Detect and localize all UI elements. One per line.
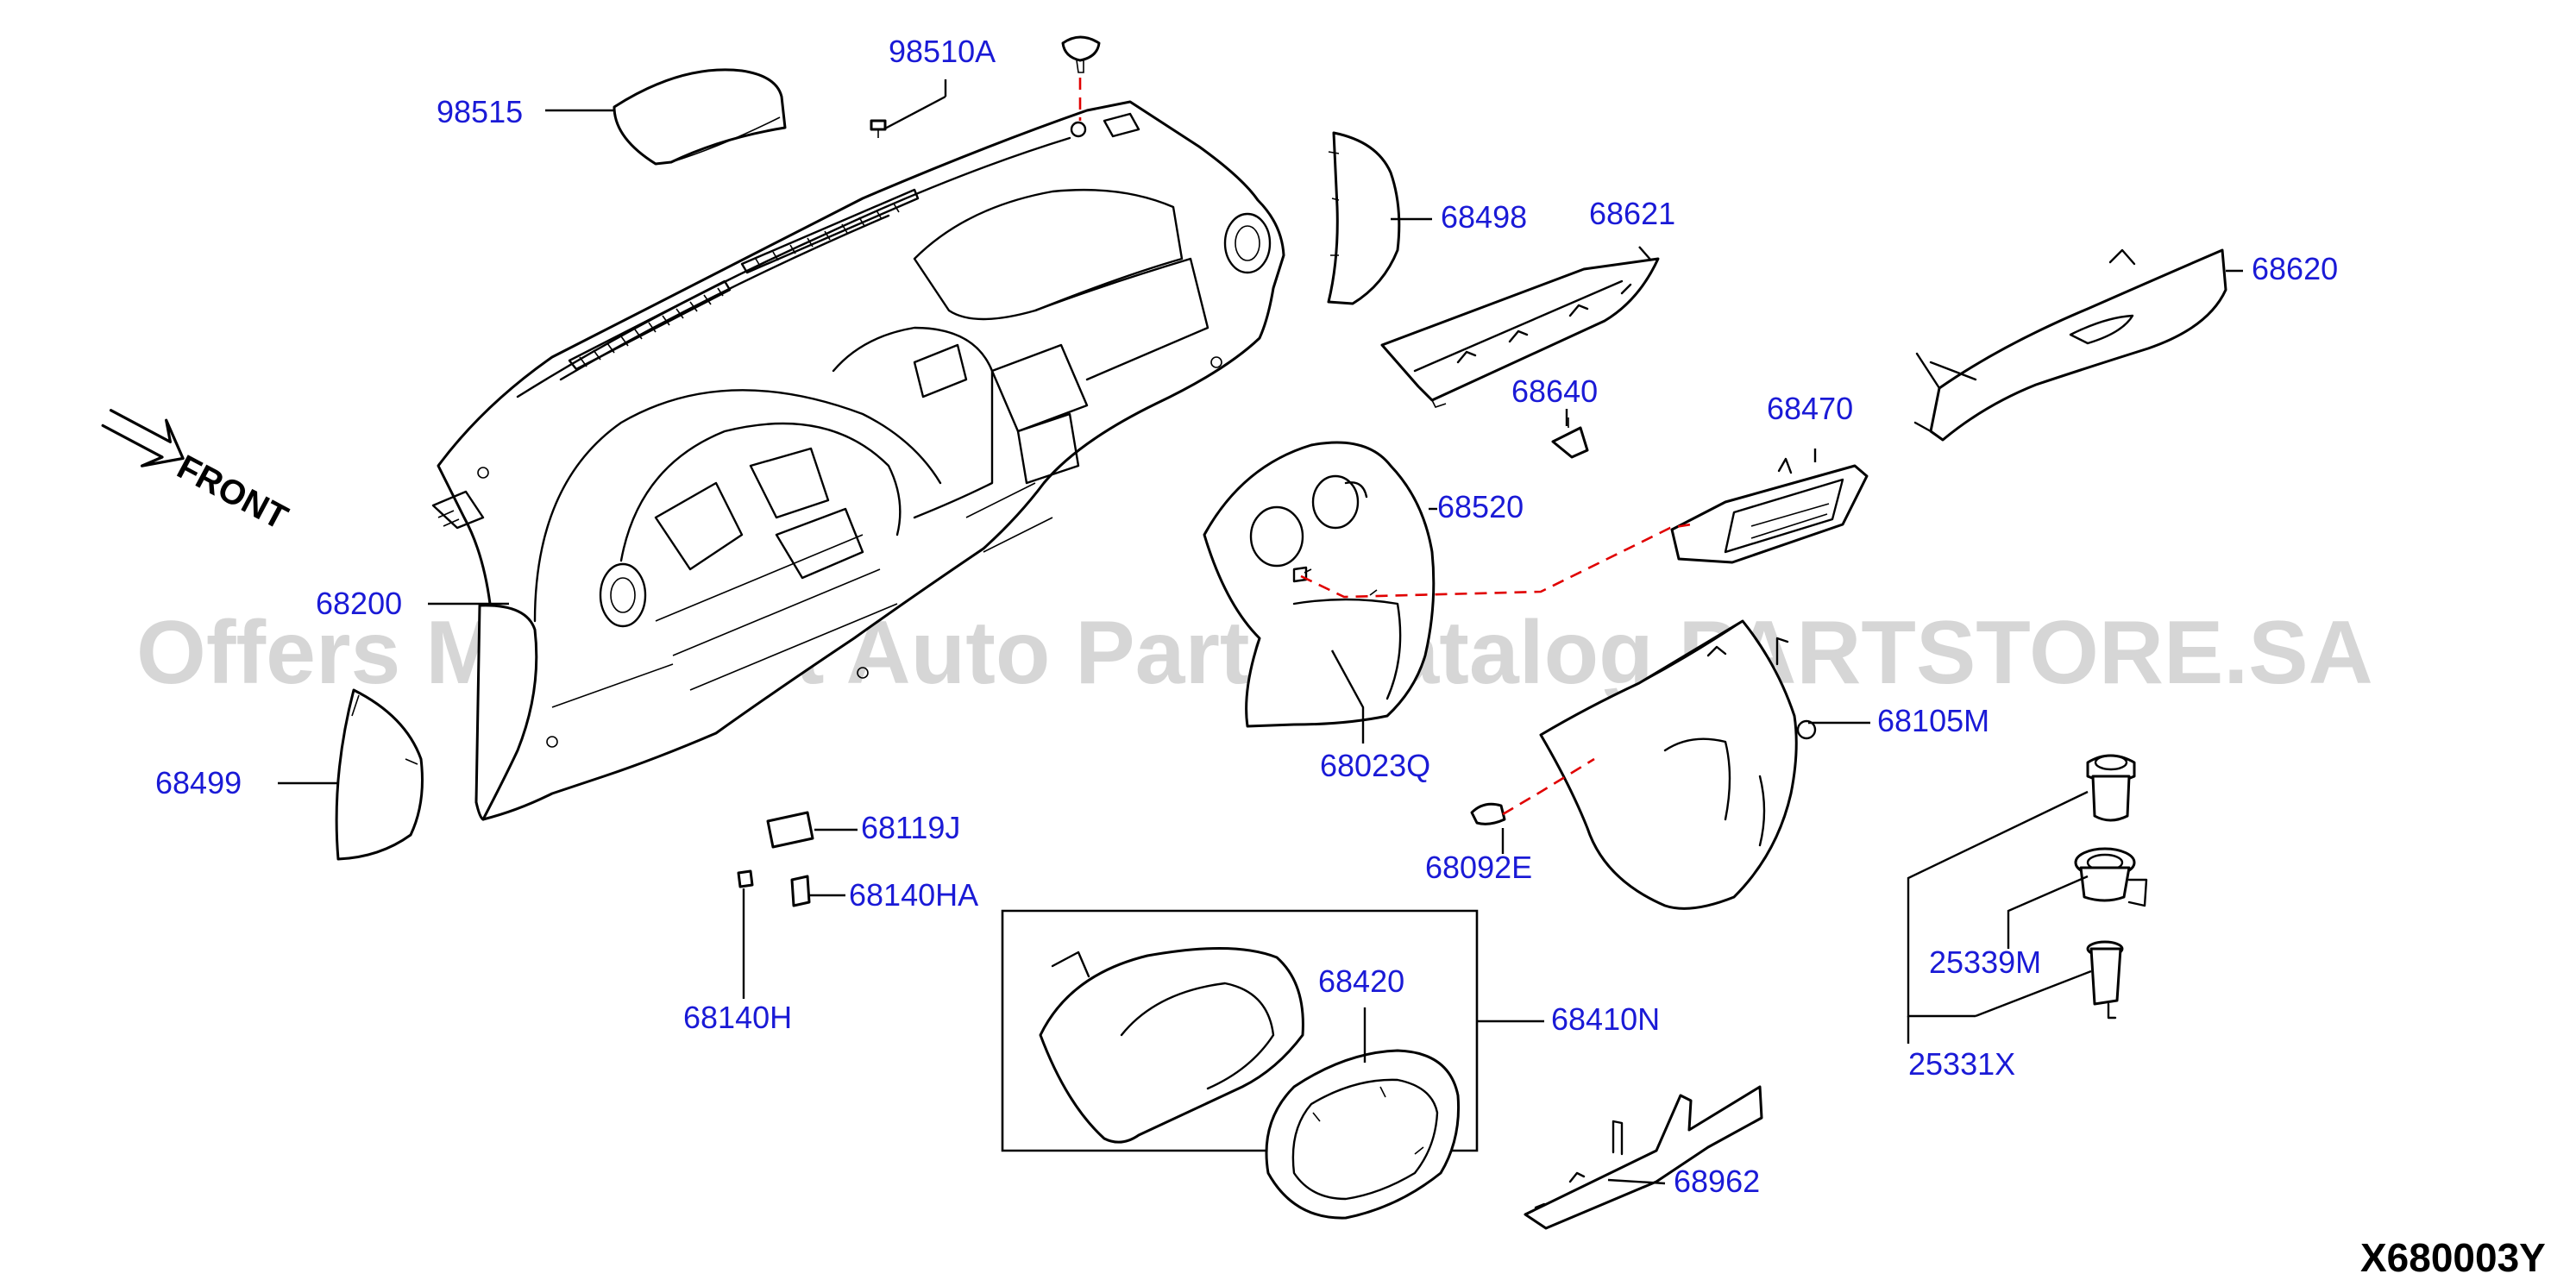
part-25331X-lighter [2086,754,2136,822]
part-98510A-clip [870,35,1101,138]
part-68200-instrument-panel [431,100,1285,821]
label-98515: 98515 [437,94,523,129]
assembly-frame [1001,909,1479,1152]
label-68410N: 68410N [1551,1001,1660,1037]
part-25339M-socket [2074,847,2148,907]
part-68620-glove-box-lid [1913,248,2227,442]
part-98515-grille [613,68,787,166]
defroster-vent-left [568,279,732,371]
label-68520: 68520 [1437,489,1524,524]
label-68621: 68621 [1589,196,1675,231]
part-68119J-pad [766,811,814,849]
part-68140H-pad [737,869,754,888]
assembly-guide-lines [1078,78,1692,816]
front-label: FRONT [171,448,293,537]
label-68640: 68640 [1511,373,1598,409]
front-arrow-icon [101,409,185,467]
label-98510A: 98510A [889,34,996,69]
label-68420: 68420 [1318,963,1404,999]
part-68470-pocket [1670,457,1869,564]
leader-lines [278,79,2243,1185]
part-number-labels: 98510A 98515 68498 68621 68620 68640 684… [155,34,2338,1199]
part-68962-bracket [1524,1085,1763,1230]
label-68092E: 68092E [1425,850,1532,885]
defroster-vent-center [740,188,920,274]
label-68498: 68498 [1441,199,1527,235]
front-direction-indicator: FRONT [101,409,294,537]
part-68140HA-pad [790,875,811,907]
part-68621-lid [1380,257,1660,408]
part-25331X-socket [2086,940,2124,1020]
part-68410N-cluster-assembly [1001,909,1479,1220]
label-68140H: 68140H [683,1000,792,1035]
part-68105M-lower-cover [1539,619,1817,910]
part-68520-cluster-lid [1203,441,1436,728]
label-25331X: 25331X [1908,1046,2015,1082]
label-68105M: 68105M [1877,703,1989,738]
part-68092E-clip [1470,802,1506,825]
part-68498-finisher [1327,131,1401,305]
label-25339M: 25339M [1929,944,2041,980]
label-68499: 68499 [155,765,242,800]
diagram-code: X680003Y [2360,1235,2546,1280]
label-68023Q: 68023Q [1320,748,1430,783]
label-68470: 68470 [1767,391,1853,426]
label-68119J: 68119J [861,810,960,845]
label-68962: 68962 [1674,1164,1760,1199]
part-68640-clip [1551,417,1589,459]
label-68620: 68620 [2252,251,2338,286]
part-68499-side-cover [335,688,424,861]
label-68140HA: 68140HA [849,877,978,913]
label-68200: 68200 [316,586,402,621]
